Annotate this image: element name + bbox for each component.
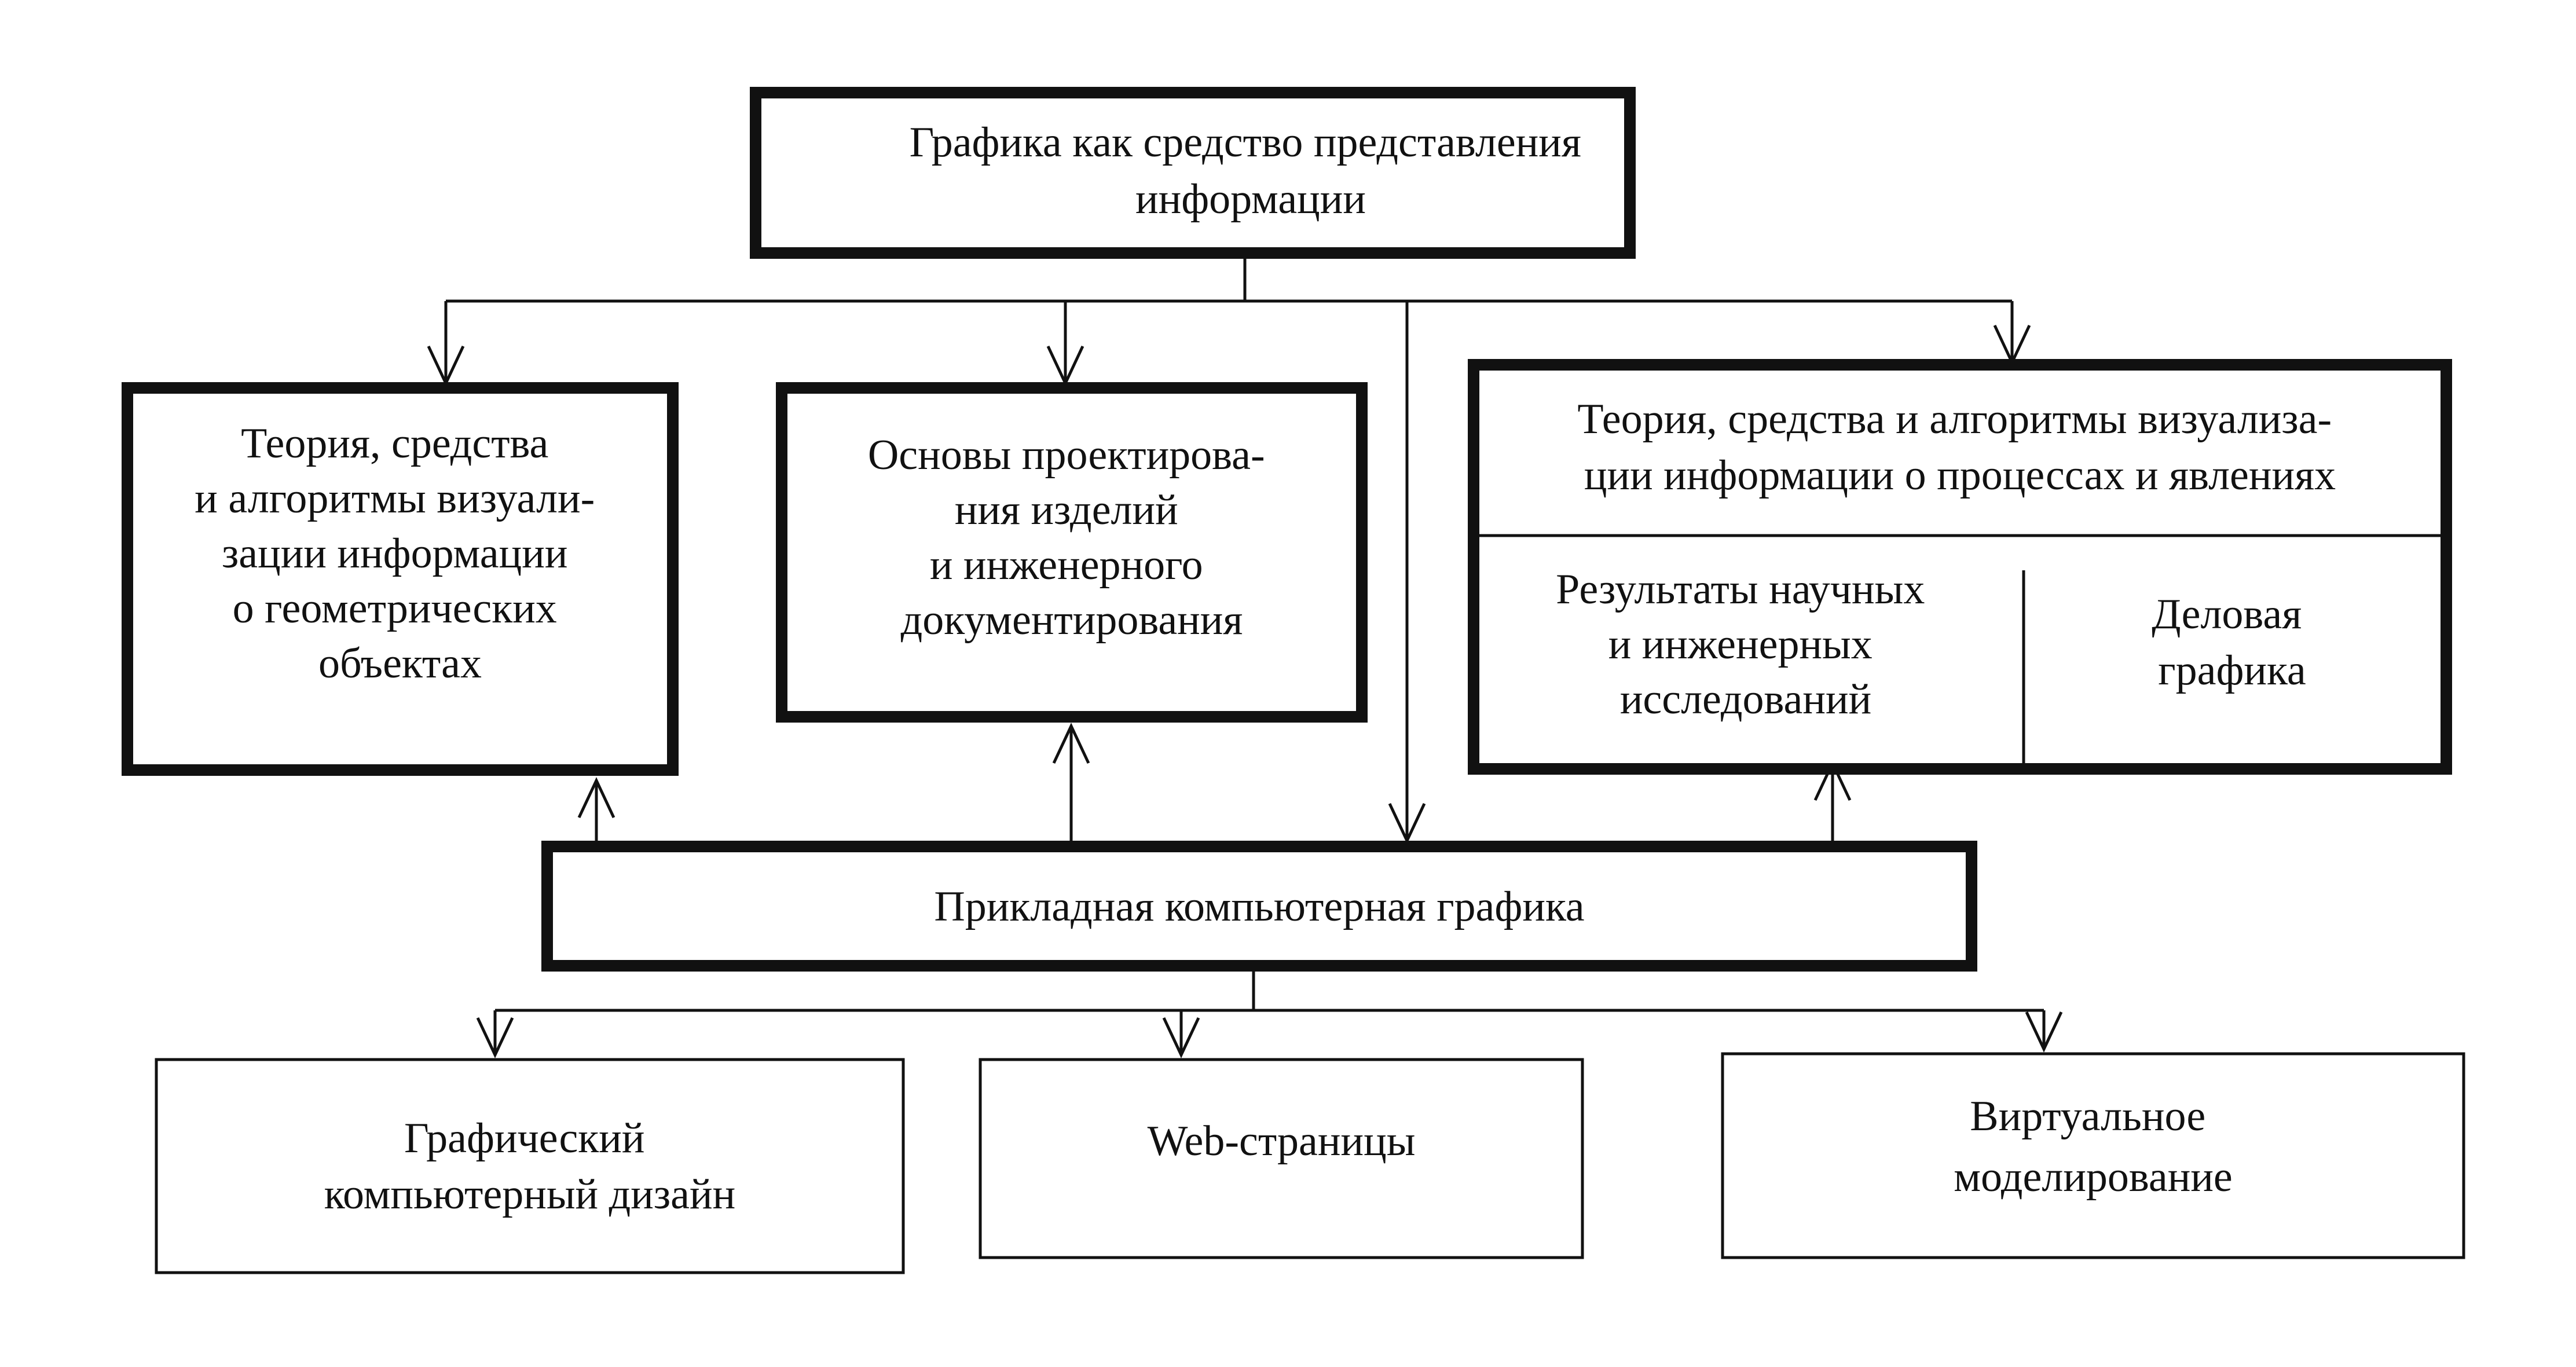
node-root-box	[750, 87, 1636, 259]
node-applied-line: Прикладная компьютерная графика	[934, 883, 1584, 930]
node-root-line: информации	[1135, 175, 1366, 223]
node-design-basics-line: документирования	[901, 596, 1243, 644]
arrowhead-down-virtual	[2025, 1011, 2063, 1053]
node-geometric-line: Теория, средства	[241, 420, 548, 467]
node-web-box	[979, 1058, 1584, 1259]
node-graphic-design-label: Графический компьютерный дизайн	[324, 1115, 735, 1218]
node-business-line: графика	[2158, 647, 2306, 694]
node-research-label: Результаты научных и инженерных исследов…	[1556, 566, 1936, 723]
node-processes: Теория, средства и алгоритмы визуализа- …	[1468, 359, 2452, 775]
node-processes-line: ции информации о процессах и явлениях	[1584, 452, 2336, 499]
node-geometric-line: о геометрических	[233, 585, 557, 632]
node-geometric: Теория, средства и алгоритмы визуали- за…	[122, 382, 679, 776]
node-business-line: Деловая	[2152, 591, 2302, 638]
node-virtual-label: Виртуальное моделирование	[1954, 1093, 2233, 1201]
node-virtual-line: Виртуальное	[1970, 1093, 2205, 1140]
connectors	[444, 253, 2046, 1054]
node-design-basics-box	[776, 382, 1368, 723]
node-web-line: Web-страницы	[1148, 1117, 1416, 1165]
node-root-line: Графика как средство представления	[910, 119, 1581, 166]
node-design-basics-label: Основы проектирова- ния изделий и инжене…	[868, 431, 1276, 644]
arrowhead-down-web	[1162, 1017, 1200, 1058]
node-root-label: Графика как средство представления инфор…	[910, 119, 1592, 223]
node-virtual-box	[1721, 1052, 2465, 1259]
node-geometric-line: зации информации	[222, 530, 567, 577]
node-design-basics: Основы проектирова- ния изделий и инжене…	[776, 382, 1368, 723]
node-research-line: исследований	[1620, 676, 1871, 723]
node-graphic-design-line: компьютерный дизайн	[324, 1171, 735, 1218]
node-graphic-design-box	[155, 1058, 905, 1274]
node-web: Web-страницы	[979, 1058, 1584, 1259]
node-web-label: Web-страницы	[1148, 1117, 1416, 1165]
node-research-line: Результаты научных	[1556, 566, 1925, 613]
node-business-label: Деловая графика	[2152, 591, 2313, 694]
node-applied: Прикладная компьютерная графика	[541, 841, 1977, 972]
node-graphic-design-line: Графический	[404, 1115, 644, 1162]
node-research-line: и инженерных	[1608, 621, 1873, 668]
node-geometric-line: объектах	[318, 640, 482, 687]
node-design-basics-line: и инженерного	[930, 541, 1203, 589]
node-design-basics-line: Основы проектирова-	[868, 431, 1265, 479]
node-processes-line: Теория, средства и алгоритмы визуализа-	[1577, 395, 2332, 443]
node-processes-box	[1468, 359, 2452, 775]
node-virtual: Виртуальное моделирование	[1721, 1052, 2465, 1259]
node-applied-label: Прикладная компьютерная графика	[934, 883, 1584, 930]
arrowhead-down-graphic-design	[476, 1017, 514, 1058]
node-processes-label: Теория, средства и алгоритмы визуализа- …	[1577, 395, 2342, 499]
arrowhead-up-design-basics	[1052, 723, 1090, 764]
node-geometric-box	[122, 382, 679, 776]
node-root: Графика как средство представления инфор…	[750, 87, 1636, 259]
node-virtual-line: моделирование	[1954, 1153, 2233, 1201]
node-geometric-line: и алгоритмы визуали-	[195, 475, 595, 522]
node-design-basics-line: ния изделий	[955, 486, 1178, 534]
node-graphic-design: Графический компьютерный дизайн	[155, 1058, 905, 1274]
arrowhead-up-geometric	[577, 777, 615, 819]
node-geometric-label: Теория, средства и алгоритмы визуали- за…	[195, 420, 605, 687]
node-applied-box	[541, 841, 1977, 972]
